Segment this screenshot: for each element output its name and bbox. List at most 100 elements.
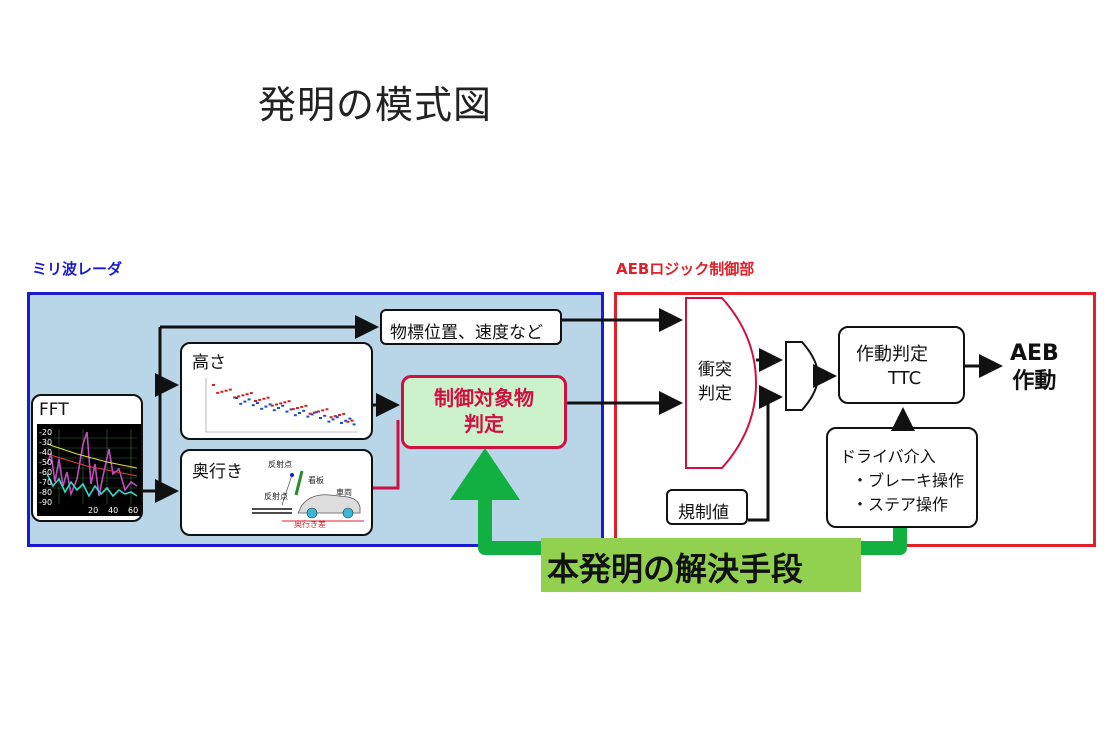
collision-line1: 衝突	[698, 360, 732, 380]
regulation-value-box: 規制値	[666, 489, 748, 525]
aeb-activation-label: AEB 作動	[1010, 340, 1059, 396]
height-point-red	[249, 392, 253, 395]
height-point-red	[262, 397, 266, 400]
height-point-red	[300, 405, 304, 408]
fft-y-tick: -60	[39, 468, 53, 477]
height-point-blue	[352, 423, 356, 426]
control-target-line2: 判定	[464, 412, 504, 436]
height-point-red	[233, 396, 236, 399]
height-point-blue	[264, 405, 268, 408]
height-label: 高さ	[192, 353, 226, 373]
fft-y-tick: -20	[39, 428, 53, 437]
reflect-point-bottom-label: 反射点	[264, 492, 288, 501]
height-point-red	[216, 391, 220, 394]
target-info-label: 物標位置、速度など	[390, 323, 543, 343]
height-point-red	[291, 408, 295, 411]
vehicle-sign-illustration	[252, 470, 364, 522]
height-point-red	[237, 395, 241, 398]
height-point-red	[338, 414, 341, 416]
collision-judgment-label: 衝突 判定	[698, 358, 732, 406]
height-point-blue	[298, 412, 301, 414]
height-point-red	[350, 419, 354, 422]
height-point-blue	[247, 398, 251, 401]
fft-x-tick: 20	[88, 506, 99, 515]
fft-y-tick: -50	[39, 458, 53, 467]
height-point-blue	[260, 407, 264, 410]
height-point-red	[258, 398, 262, 401]
height-point-blue	[285, 410, 289, 413]
regulation-value-label: 規制値	[678, 503, 729, 523]
aeb-output-line1: AEB	[1010, 341, 1059, 366]
height-point-blue	[331, 418, 335, 421]
height-point-blue	[323, 414, 327, 417]
height-point-blue	[272, 409, 276, 412]
control-target-line1: 制御対象物	[434, 386, 534, 410]
fft-y-tick: -40	[39, 448, 53, 457]
height-point-red	[279, 402, 283, 405]
height-point-red	[325, 408, 329, 411]
fft-y-tick: -80	[39, 488, 53, 497]
height-point-blue	[268, 403, 272, 406]
operation-judgment-box: 作動判定 TTC	[838, 326, 965, 404]
height-point-blue	[344, 419, 348, 422]
height-point-red	[241, 394, 245, 397]
brake-operation-label: ・ブレーキ操作	[852, 471, 965, 490]
height-point-red	[287, 400, 291, 403]
height-point-red	[342, 412, 346, 415]
aeb-output-line2: 作動	[1012, 369, 1057, 394]
sign-label: 看板	[308, 476, 324, 485]
height-point-red	[275, 403, 278, 406]
height-point-red	[304, 404, 308, 407]
height-point-red	[308, 412, 312, 415]
height-point-blue	[293, 414, 297, 417]
solution-label-box: 本発明の解決手段	[541, 538, 861, 592]
height-point-blue	[327, 420, 331, 423]
driver-intervention-box: ドライバ介入 ・ブレーキ操作 ・ステア操作	[826, 427, 978, 528]
height-point-red	[245, 393, 249, 396]
target-info-box: 物標位置、速度など	[380, 309, 562, 345]
height-point-red	[254, 400, 257, 402]
height-point-blue	[243, 400, 247, 403]
height-point-blue	[289, 408, 293, 411]
height-point-red	[346, 420, 350, 423]
height-point-blue	[251, 404, 255, 407]
page-title: 発明の模式図	[258, 83, 493, 127]
height-point-blue	[340, 422, 343, 424]
collision-line2: 判定	[698, 384, 732, 404]
driver-intervention-label: ドライバ介入	[840, 447, 936, 466]
height-point-red	[266, 396, 270, 399]
height-point-blue	[302, 409, 306, 412]
depth-label: 奥行き	[192, 462, 243, 482]
fft-box: FFT -20 -30 -40 -50 -60 -70 -80 -90 20 4…	[31, 394, 143, 522]
height-point-red	[228, 388, 232, 391]
height-point-red	[220, 390, 224, 393]
radar-section-label: ミリ波レーダ	[32, 260, 123, 278]
height-point-red	[317, 410, 320, 413]
height-point-blue	[319, 417, 322, 419]
steer-operation-label: ・ステア操作	[852, 495, 949, 514]
sign-post	[294, 470, 304, 496]
fft-label: FFT	[39, 400, 69, 420]
height-point-blue	[310, 413, 314, 416]
fft-x-tick: 40	[108, 506, 119, 515]
height-point-red	[333, 415, 337, 418]
depth-box: 奥行き 反射点 看板 反射点 車両 奥行き差	[180, 449, 373, 536]
height-point-blue	[348, 417, 352, 420]
vehicle-label: 車両	[336, 488, 352, 497]
height-point-blue	[277, 407, 280, 409]
height-point-blue	[306, 415, 310, 418]
aeb-section-label: AEBロジック制御部	[616, 260, 755, 278]
height-point-red	[329, 416, 333, 419]
fft-y-tick: -70	[39, 478, 53, 487]
height-data-points	[212, 384, 356, 426]
collision-judgment-shape	[685, 297, 758, 469]
reflect-point-top-label: 反射点	[268, 460, 292, 469]
height-point-red	[224, 389, 228, 392]
logic-gate	[785, 341, 820, 411]
fft-x-tick: 60	[128, 506, 139, 515]
height-point-blue	[314, 411, 318, 414]
depth-diff-label: 奥行き差	[294, 520, 326, 529]
height-point-red	[212, 384, 215, 386]
control-target-judgment-box: 制御対象物 判定	[401, 375, 567, 449]
height-point-blue	[335, 416, 339, 419]
